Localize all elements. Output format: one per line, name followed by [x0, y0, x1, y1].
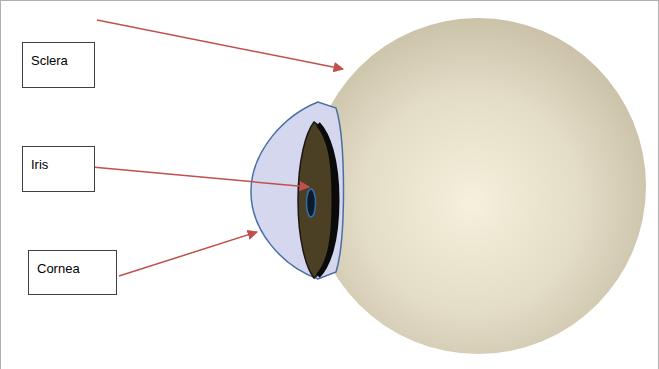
sclera-ball: [310, 18, 646, 354]
iris-rim: [318, 124, 337, 276]
label-box: Iris: [22, 146, 95, 192]
part-name: Iris: [31, 157, 86, 173]
leader-line: [81, 166, 309, 187]
part-name: Cornea: [37, 261, 108, 277]
cornea-shape: [251, 102, 344, 279]
iris-shape: [298, 122, 336, 278]
pupil: [307, 189, 316, 217]
label-box: Sclera: [22, 42, 95, 88]
leader-line: [97, 20, 343, 69]
leader-line: [119, 232, 257, 276]
part-name: Sclera: [31, 53, 86, 69]
label-box: Cornea: [28, 250, 117, 295]
